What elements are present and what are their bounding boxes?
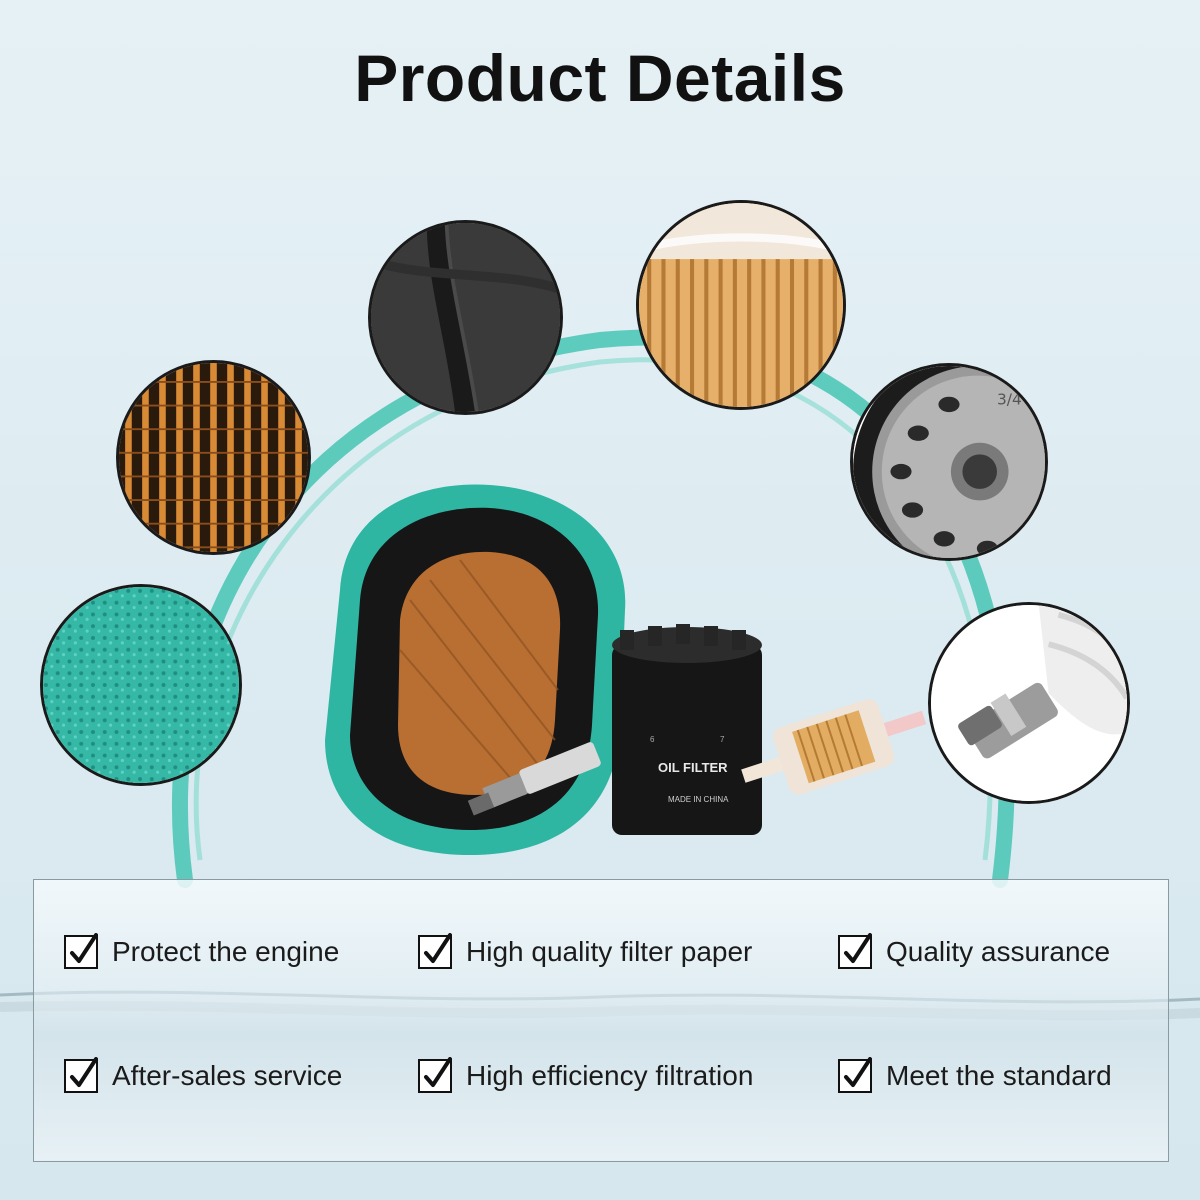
feature-label: High quality filter paper	[466, 936, 753, 967]
checkbox-checked-icon	[64, 933, 98, 969]
checkbox-checked-icon	[838, 1057, 872, 1093]
product-kit-image: OIL FILTER MADE IN CHINA 6 7	[325, 484, 927, 855]
detail-filter-mesh-image	[116, 360, 311, 555]
oil-filter-mark-6: 6	[650, 735, 655, 744]
checkbox-checked-icon	[418, 1057, 452, 1093]
feature-item: Meet the standard	[838, 1057, 1112, 1093]
detail-filter-paper-image	[636, 200, 846, 410]
base-mark-text: 3/4	[997, 390, 1022, 408]
feature-item: High efficiency filtration	[418, 1057, 754, 1093]
feature-label: Quality assurance	[886, 936, 1111, 967]
checkbox-checked-icon	[838, 933, 872, 969]
detail-rubber-gasket-image	[368, 220, 563, 415]
oil-filter-can: OIL FILTER MADE IN CHINA 6 7	[612, 624, 762, 835]
oil-filter-mark-7: 7	[720, 735, 725, 744]
detail-foam-pre-filter-image	[40, 584, 242, 786]
oil-filter-label: OIL FILTER	[658, 760, 728, 775]
feature-label: High efficiency filtration	[466, 1060, 754, 1091]
page-title: Product Details	[354, 41, 846, 115]
checkbox-checked-icon	[64, 1057, 98, 1093]
oil-filter-origin: MADE IN CHINA	[668, 795, 729, 804]
feature-item: After-sales service	[64, 1057, 343, 1093]
feature-item: Quality assurance	[838, 933, 1111, 969]
inline-fuel-filter	[741, 699, 927, 795]
detail-spark-plug-terminal-image	[928, 602, 1130, 804]
features-panel	[33, 879, 1169, 1162]
detail-oil-filter-base-image: 3/4	[850, 363, 1048, 561]
spark-plug	[467, 742, 601, 816]
feature-label: Protect the engine	[112, 936, 340, 967]
feature-item: High quality filter paper	[418, 933, 753, 969]
checkbox-checked-icon	[418, 933, 452, 969]
feature-item: Protect the engine	[64, 933, 340, 969]
feature-label: Meet the standard	[886, 1060, 1112, 1091]
feature-label: After-sales service	[112, 1060, 343, 1091]
